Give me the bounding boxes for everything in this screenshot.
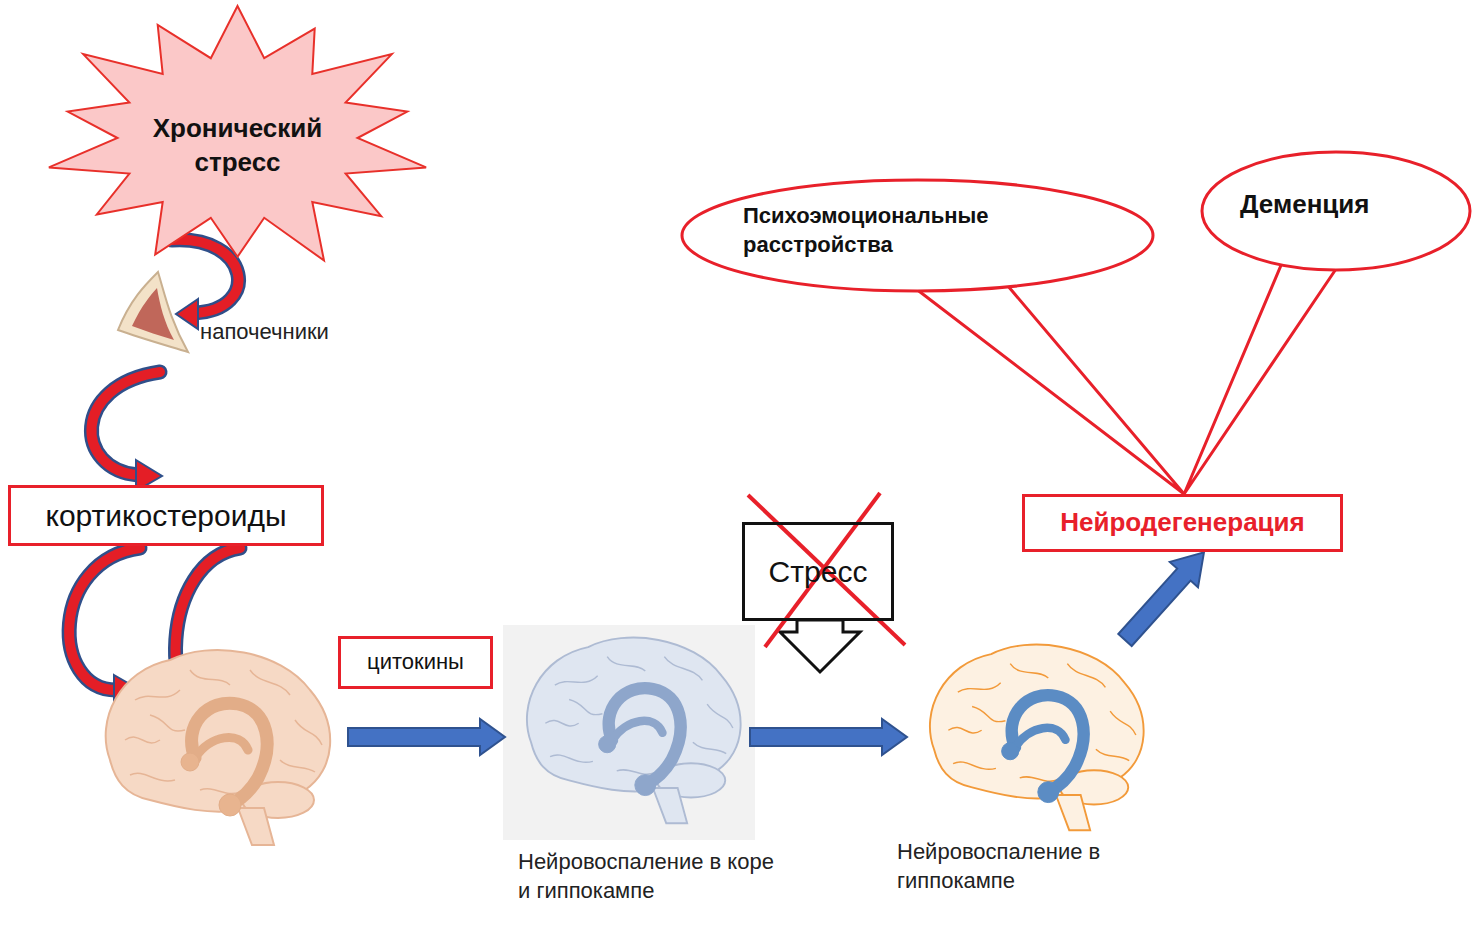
- organ-label: напочечники: [200, 318, 390, 347]
- node-text: Нейродегенерация: [1060, 506, 1305, 540]
- node-text: Стресс: [769, 552, 868, 591]
- blocked-stress: [748, 493, 905, 672]
- text-holder: Хронический стресс: [123, 112, 353, 180]
- node-text: Хронический стресс: [123, 112, 353, 180]
- callout-ellipse: Психоэмоциональные расстройства: [680, 178, 1155, 293]
- brain-normal: [106, 650, 330, 845]
- cytokine-box: цитокины: [338, 636, 493, 689]
- callout-tail: [918, 286, 1185, 494]
- flow-arrows: [348, 540, 1218, 755]
- hormone-box: кортикостероиды: [8, 485, 324, 546]
- text-holder: Деменция: [1240, 188, 1440, 222]
- text-holder: Психоэмоциональные расстройства: [743, 202, 1073, 259]
- node-text: цитокины: [367, 648, 464, 677]
- callout-tail: [1184, 264, 1336, 494]
- stress-burst: Хронический стресс: [40, 0, 435, 272]
- node-text: Деменция: [1240, 188, 1440, 222]
- brain-hippocampus: [930, 645, 1144, 831]
- node-outline: [680, 178, 1155, 293]
- outcome-box: Нейродегенерация: [1022, 494, 1343, 552]
- caption-label: Нейровоспаление в гиппокампе: [897, 838, 1137, 895]
- caption-label: Нейровоспаление в коре и гиппокампе: [518, 848, 780, 905]
- brain-inflamed: [527, 638, 741, 824]
- stress-box: Стресс: [742, 522, 894, 621]
- image-background: [503, 625, 755, 840]
- node-text: кортикостероиды: [45, 496, 286, 535]
- node-text: Психоэмоциональные расстройства: [743, 202, 1073, 259]
- node-outline: [40, 0, 435, 272]
- callout-ellipse: Деменция: [1200, 150, 1472, 272]
- node-outline: [1200, 150, 1472, 272]
